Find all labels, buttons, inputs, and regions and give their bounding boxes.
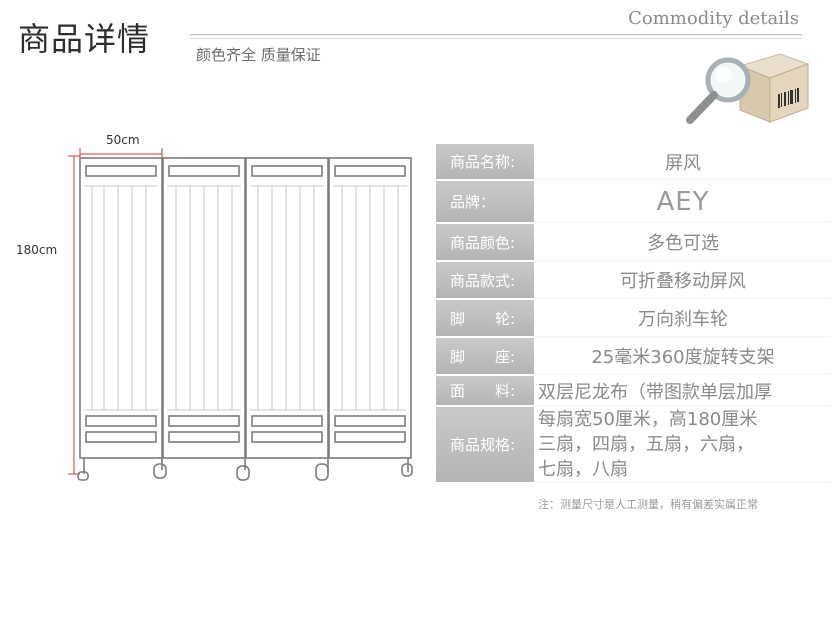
spec-row-fabric: 面 料: 双层尼龙布（带图款单层加厚 (436, 376, 830, 406)
english-title: Commodity details (628, 8, 799, 29)
header-divider (190, 34, 802, 35)
spec-label: 脚 座: (436, 338, 534, 375)
spec-value-line: 每扇宽50厘米，高180厘米 (538, 409, 758, 430)
spec-value: 多色可选 (536, 224, 830, 261)
width-dimension-label: 50cm (106, 133, 140, 147)
spec-row-casters: 脚 轮: 万向刹车轮 (436, 300, 830, 337)
spec-row-size: 商品规格: 每扇宽50厘米，高180厘米 三扇，四扇，五扇，六扇， 七扇，八扇 (436, 407, 830, 483)
spec-value: 可折叠移动屏风 (536, 262, 830, 299)
page-subtitle: 颜色齐全 质量保证 (196, 46, 321, 64)
spec-row-style: 商品款式: 可折叠移动屏风 (436, 262, 830, 299)
spec-label: 品牌： (436, 181, 534, 223)
folding-screen-diagram: 50cm 180cm (0, 120, 420, 510)
spec-row-color: 商品颜色: 多色可选 (436, 224, 830, 261)
spec-label: 面 料: (436, 376, 534, 406)
spec-value: 万向刹车轮 (536, 300, 830, 337)
height-dimension-label: 180cm (16, 243, 57, 257)
package-magnifier-icon (680, 44, 810, 126)
spec-label: 商品规格: (436, 407, 534, 483)
spec-value-line: 三扇，四扇，五扇，六扇， (538, 434, 754, 455)
spec-value: 25毫米360度旋转支架 (536, 338, 830, 375)
measurement-note: 注：测量尺寸是人工测量，稍有偏差实属正常 (538, 498, 758, 511)
spec-label: 商品名称: (436, 144, 534, 180)
header-divider-secondary (190, 38, 802, 39)
spec-row-brand: 品牌： AEY (436, 181, 830, 223)
spec-label: 商品颜色: (436, 224, 534, 261)
spec-row-base: 脚 座: 25毫米360度旋转支架 (436, 338, 830, 375)
spec-value: AEY (536, 181, 830, 223)
spec-row-name: 商品名称: 屏风 (436, 144, 830, 180)
spec-value-line: 七扇，八扇 (538, 459, 628, 480)
spec-value: 每扇宽50厘米，高180厘米 三扇，四扇，五扇，六扇， 七扇，八扇 (536, 407, 830, 483)
spec-value: 双层尼龙布（带图款单层加厚 (536, 376, 830, 406)
page-title: 商品详情 (18, 20, 151, 58)
spec-label: 商品款式: (436, 262, 534, 299)
spec-value: 屏风 (536, 144, 830, 180)
spec-label: 脚 轮: (436, 300, 534, 337)
